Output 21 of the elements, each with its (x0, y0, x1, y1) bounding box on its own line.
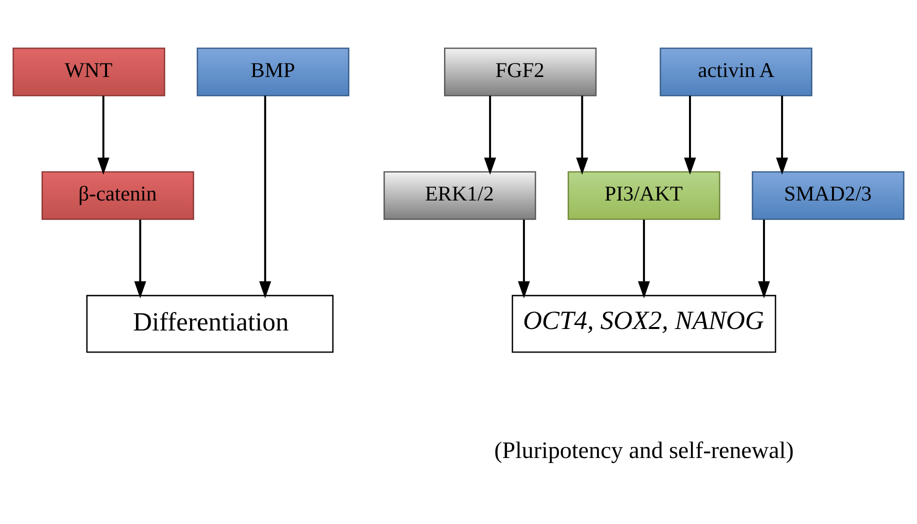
node-box: PI3/AKT (568, 171, 720, 220)
arrow (684, 96, 696, 175)
arrow (484, 96, 496, 175)
node-box: FGF2 (444, 48, 597, 96)
arrow (776, 96, 788, 175)
node-label: (Pluripotency and self-renewal) (494, 438, 794, 464)
arrow (638, 220, 650, 298)
node-box: Differentiation (86, 294, 334, 353)
arrow (259, 96, 272, 298)
node-box: β-catenin (42, 171, 194, 220)
arrow (97, 96, 110, 175)
arrow (518, 220, 530, 298)
node-box: WNT (12, 48, 166, 96)
node-box: SMAD2/3 (752, 171, 904, 220)
arrow (134, 220, 146, 298)
node-box: ERK1/2 (384, 171, 536, 220)
arrow (758, 220, 770, 298)
node-box: OCT4, SOX2, NANOG (512, 294, 776, 353)
node-box: BMP (196, 48, 350, 96)
node-box: activin A (660, 48, 812, 96)
arrow (576, 96, 588, 175)
